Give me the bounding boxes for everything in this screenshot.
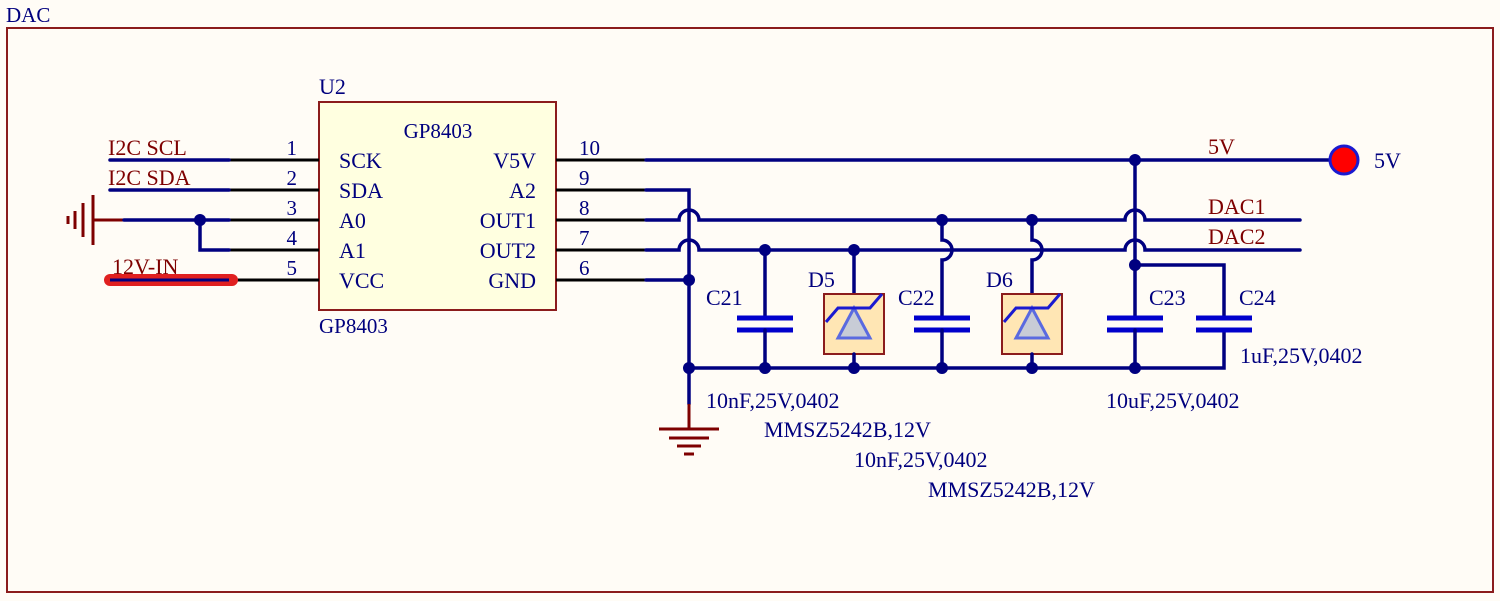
ic-left-pins [229, 158, 319, 282]
ic-designator: U2 [319, 74, 346, 99]
ref-d6: D6 [986, 267, 1013, 292]
net-label-5v: 5V [1208, 134, 1235, 159]
ref-c24: C24 [1239, 285, 1276, 310]
net-label-12v-in: 12V-IN [112, 254, 179, 279]
pin-name: SDA [339, 178, 383, 203]
junction [683, 274, 695, 286]
junction [1026, 362, 1038, 374]
ref-c23: C23 [1149, 285, 1186, 310]
junction [194, 214, 206, 226]
pin-name: SCK [339, 148, 382, 173]
capacitor-c21[interactable] [737, 248, 793, 370]
ic-body-u2[interactable] [318, 101, 557, 311]
junction [1129, 154, 1141, 166]
junction [848, 362, 860, 374]
junction [759, 362, 771, 374]
value-d5: MMSZ5242B,12V [764, 417, 931, 442]
ic-right-pins [556, 158, 646, 282]
wire-dac1 [644, 208, 1302, 222]
ref-c21: C21 [706, 285, 743, 310]
pin-number: 4 [287, 226, 298, 250]
value-c21: 10nF,25V,0402 [706, 388, 840, 413]
junction [936, 214, 948, 226]
sheet-border [6, 27, 1494, 593]
junction [683, 362, 695, 374]
ref-c22: C22 [898, 285, 935, 310]
pin-name: GND [488, 268, 536, 293]
pin-number: 2 [287, 166, 298, 190]
junction [848, 244, 860, 256]
value-c22: 10nF,25V,0402 [854, 447, 988, 472]
value-c23: 10uF,25V,0402 [1106, 388, 1240, 413]
junction [759, 244, 771, 256]
junction [936, 362, 948, 374]
pin-name: VCC [339, 268, 384, 293]
pin-number: 5 [287, 256, 298, 280]
capacitor-c22[interactable] [914, 218, 970, 370]
ref-d5: D5 [808, 267, 835, 292]
pin-name: OUT2 [480, 238, 536, 263]
sheet-title: DAC [6, 3, 50, 27]
zener-diode-d5[interactable] [823, 248, 885, 370]
pin-name: V5V [493, 148, 536, 173]
wire-c24-top [1133, 263, 1226, 320]
pin-number: 9 [579, 166, 590, 190]
wire-gnd-bus [687, 328, 1226, 370]
net-label-i2c-sda: I2C SDA [108, 165, 191, 190]
ground-symbol-bottom [659, 404, 719, 456]
wire-a1 [198, 218, 231, 252]
capacitor-c23[interactable] [1107, 263, 1163, 370]
ground-symbol-left [66, 195, 124, 245]
pin-name: OUT1 [480, 208, 536, 233]
pin-name: A2 [509, 178, 536, 203]
pin-name: A1 [339, 238, 366, 263]
pin-number: 6 [579, 256, 590, 280]
value-c24: 1uF,25V,0402 [1240, 343, 1363, 368]
pin-number: 8 [579, 196, 590, 220]
junction [1129, 362, 1141, 374]
net-label-i2c-scl: I2C SCL [108, 135, 187, 160]
pin-number: 3 [287, 196, 298, 220]
value-d6: MMSZ5242B,12V [928, 477, 1095, 502]
ic-name: GP8403 [404, 119, 473, 143]
wire-a2-gnd [644, 188, 691, 406]
ic-comment: GP8403 [319, 314, 388, 338]
pin-name: A0 [339, 208, 366, 233]
capacitor-c24[interactable] [1196, 315, 1252, 333]
junction [1026, 214, 1038, 226]
zener-diode-d6[interactable] [1001, 218, 1063, 370]
net-label-dac2: DAC2 [1208, 224, 1265, 249]
pin-number: 10 [579, 136, 600, 160]
net-label-dac1: DAC1 [1208, 194, 1265, 219]
pin-number: 7 [579, 226, 590, 250]
power-port-label: 5V [1374, 148, 1401, 173]
power-port-5v[interactable] [1328, 144, 1360, 176]
wire-dac2 [644, 238, 1302, 252]
pin-number: 1 [287, 136, 298, 160]
